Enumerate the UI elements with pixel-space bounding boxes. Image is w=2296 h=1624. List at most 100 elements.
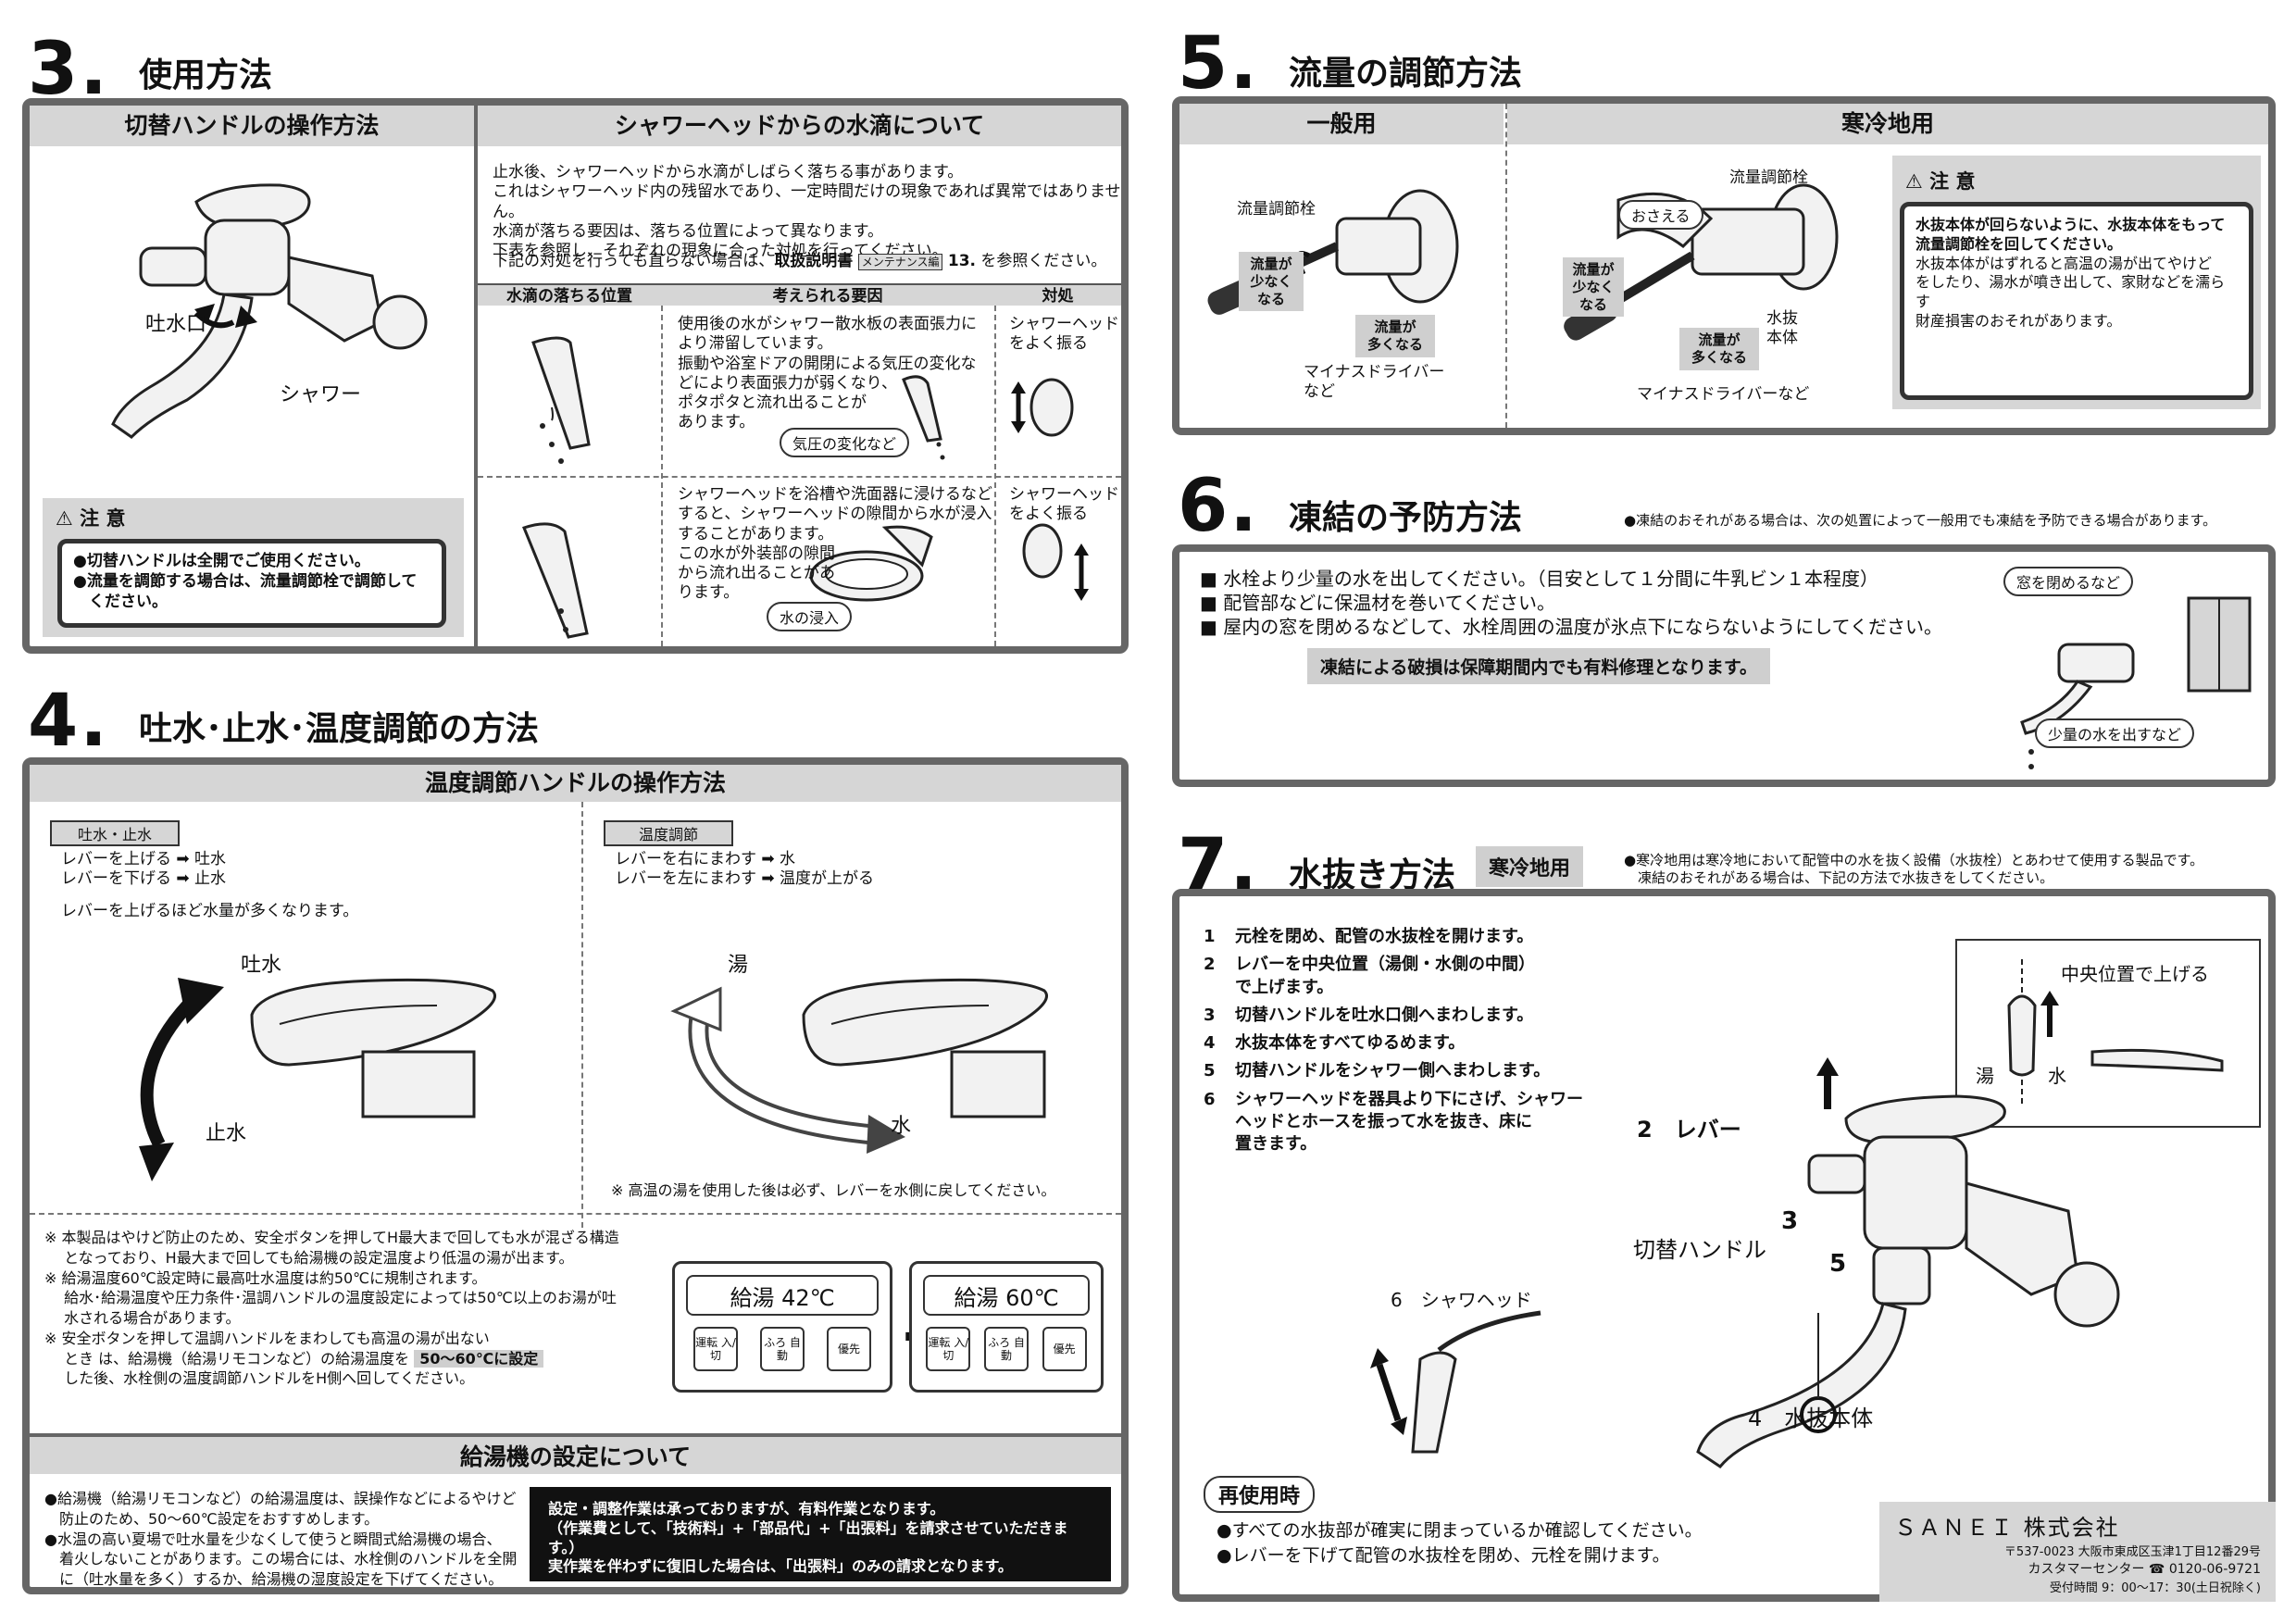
general-use-header: 一般用 bbox=[1179, 104, 1504, 144]
label-water-stop: 止水 bbox=[206, 1122, 247, 1145]
lever-rotate-illustration bbox=[670, 978, 1048, 1154]
flow-caution-title: ⚠ 注 意 bbox=[1905, 170, 1976, 193]
inset-cold-label: 水 bbox=[2048, 1065, 2066, 1087]
label-water-out: 吐水 bbox=[241, 954, 282, 977]
drain-side-note: ●寒冷地用は寒冷地において配管中の水を抜く設備（水抜栓）とあわせて使用する製品で… bbox=[1624, 852, 2204, 886]
small-water-bubble: 少量の水を出すなど bbox=[2035, 718, 2195, 748]
flow-lever-instructions: レバーを上げる ➡ 吐水レバーを下げる ➡ 止水 bbox=[61, 850, 227, 889]
water-intrusion-bubble: 水の浸入 bbox=[767, 602, 853, 631]
spout-label: 吐水口 bbox=[145, 313, 207, 336]
center-position-label: 中央位置で上げる bbox=[2061, 963, 2209, 985]
switch-handle-header: 切替ハンドルの操作方法 bbox=[30, 106, 474, 146]
section-7-title: 水抜き方法 bbox=[1289, 856, 1456, 894]
drip-table-header: 水滴の落ちる位置 考えられる要因 対処 bbox=[478, 283, 1121, 306]
shower-head-drip-gap-icon bbox=[522, 522, 589, 639]
section-6-number: 6. bbox=[1178, 465, 1259, 548]
lever-up-down-illustration bbox=[139, 978, 496, 1181]
shower-head-shake-icon-2 bbox=[1022, 523, 1089, 601]
cold-region-header: 寒冷地用 bbox=[1507, 104, 2268, 144]
company-phone: カスタマーセンター ☎ 0120-06-9721 bbox=[2028, 1562, 2261, 1577]
freeze-side-note: ●凍結のおそれがある場合は、次の処置によって一般用でも凍結を予防できる場合があり… bbox=[1624, 512, 2217, 529]
step-3-label: 3 bbox=[1781, 1207, 1799, 1235]
driver-label: マイナスドライバーなど bbox=[1304, 363, 1445, 402]
flow-more-tag-cold: 流量が多くなる bbox=[1679, 328, 1759, 370]
water-heater-notes: ●給湯機（給湯リモコンなど）の給湯温度は、誤操作などによるやけど 防止のため、5… bbox=[44, 1490, 518, 1588]
drain-body-step-label: 4 水抜本体 bbox=[1748, 1405, 1874, 1431]
valve-label-cold: 流量調節栓 bbox=[1729, 169, 1808, 187]
flow-more-tag: 流量が多くなる bbox=[1355, 315, 1435, 357]
faucet-switch-illustration bbox=[111, 183, 428, 439]
flow-less-tag-cold: 流量が少なくなる bbox=[1563, 257, 1624, 318]
caution-title: ⚠ 注 意 bbox=[56, 507, 126, 530]
temp-setting-highlight: 50～60℃に設定 bbox=[414, 1349, 544, 1368]
section-3-title: 使用方法 bbox=[139, 56, 273, 94]
water-heater-header: 給湯機の設定について bbox=[30, 1433, 1121, 1474]
flow-tag: 吐水・止水 bbox=[50, 820, 181, 846]
close-window-bubble: 窓を閉めるなど bbox=[2003, 567, 2134, 596]
section-5-frame: 一般用 寒冷地用 流量調節栓 流量が少なくなる 流量が多くなる マイナスドライバ… bbox=[1172, 96, 2276, 435]
shower-head-shake-icon bbox=[1011, 378, 1074, 437]
pressure-change-illustration bbox=[902, 375, 945, 460]
drip-cause-2: シャワーヘッドを浴槽や洗面器に浸けるなどすると、シャワーヘッドの隙間から水が浸入… bbox=[678, 485, 992, 603]
warning-icon: ⚠ bbox=[1905, 170, 1923, 193]
center-position-inset: 中央位置で上げる 湯 水 bbox=[1955, 939, 2261, 1128]
remote-42: 給湯 42℃ 運転 入/切 ふろ 自動 優先 bbox=[672, 1261, 892, 1393]
hot-water-note: ※ 高温の湯を使用した後は必ず、レバーを水側に戻してください。 bbox=[611, 1181, 1056, 1199]
washbasin-illustration bbox=[809, 525, 933, 602]
lever-center-illustration bbox=[2007, 959, 2224, 1107]
switch-handle-label: 切替ハンドル bbox=[1633, 1237, 1766, 1263]
label-hot: 湯 bbox=[728, 954, 749, 977]
drain-faucet-illustration bbox=[1696, 1057, 2120, 1468]
freeze-damage-notice: 凍結による破損は保障期間内でも有料修理となります。 bbox=[1307, 648, 1770, 684]
drip-intro: 止水後、シャワーヘッドから水滴がしばらく落ちる事があります。 これはシャワーヘッ… bbox=[493, 163, 1121, 260]
flow-caution-text: 水抜本体が回らないように、水抜本体をもって流量調節栓を回してください。 水抜本体… bbox=[1900, 202, 2253, 400]
valve-label: 流量調節栓 bbox=[1237, 200, 1316, 219]
section-4-frame: 温度調節ハンドルの操作方法 吐水・止水 レバーを上げる ➡ 吐水レバーを下げる … bbox=[22, 757, 1129, 1594]
shower-head-shake-illustration bbox=[1370, 1310, 1541, 1454]
section-3-divider bbox=[474, 106, 478, 646]
shower-head-drip-face-icon bbox=[531, 336, 591, 464]
warning-icon: ⚠ bbox=[56, 507, 73, 530]
company-address: 〒537-0023 大阪市東成区玉津1丁目12番29号 bbox=[2003, 1545, 2261, 1559]
inset-hot-label: 湯 bbox=[1976, 1065, 1994, 1087]
freeze-instructions: ■ 水栓より少量の水を出してください。（目安として１分間に牛乳ビン１本程度）■ … bbox=[1200, 568, 1943, 638]
pressure-change-bubble: 気圧の変化など bbox=[780, 428, 910, 457]
temp-handle-header: 温度調節ハンドルの操作方法 bbox=[30, 765, 1121, 802]
reuse-bubble: 再使用時 bbox=[1204, 1476, 1316, 1513]
cold-region-tag: 寒冷地用 bbox=[1476, 846, 1584, 887]
shower-head-label: 6 シャワヘッド bbox=[1391, 1289, 1532, 1311]
company-box: ＳＡＮＥＩ 株式会社 〒537-0023 大阪市東成区玉津1丁目12番29号 カ… bbox=[1879, 1502, 2276, 1602]
drip-table-illustrations bbox=[522, 336, 1089, 639]
flow-less-tag: 流量が少なくなる bbox=[1239, 252, 1304, 312]
section-6-frame: ■ 水栓より少量の水を出してください。（目安として１分間に牛乳ビン１本程度）■ … bbox=[1172, 544, 2276, 787]
safety-notes: ※ 本製品はやけど防止のため、安全ボタンを押してH最大まで回しても水が混ざる構造… bbox=[44, 1229, 619, 1388]
company-hours: 受付時間 9：00～17：30(土日祝除く) bbox=[2049, 1581, 2261, 1595]
freeze-faucet-illustration bbox=[2020, 596, 2252, 769]
section-5-number: 5. bbox=[1178, 22, 1259, 106]
shower-drip-header: シャワーヘッドからの水滴について bbox=[478, 106, 1121, 146]
flow-note: レバーを上げるほど水量が多くなります。 bbox=[61, 902, 359, 920]
section-3-number: 3. bbox=[28, 28, 109, 111]
drip-cause-1: 使用後の水がシャワー散水板の表面張力により滞留しています。振動や浴室ドアの開閉に… bbox=[678, 315, 977, 432]
flow-caution-box: ⚠ 注 意 水抜本体が回らないように、水抜本体をもって流量調節栓を回してください… bbox=[1892, 156, 2261, 409]
reuse-instructions: ●すべての水抜部が確実に閉まっているか確認してください。●レバーを下げて配管の水… bbox=[1217, 1520, 1703, 1566]
switch-caution-box: ⚠ 注 意 ●切替ハンドルは全開でご使用ください。 ●流量を調節する場合は、流量… bbox=[43, 498, 464, 637]
label-cold: 水 bbox=[891, 1115, 912, 1138]
section-4-number: 4. bbox=[28, 680, 109, 763]
section-6-title: 凍結の予防方法 bbox=[1289, 499, 1523, 537]
drip-fix-1: シャワーヘッドをよく振る bbox=[1009, 315, 1119, 354]
switch-caution-text: ●切替ハンドルは全開でご使用ください。 ●流量を調節する場合は、流量調節栓で調節… bbox=[57, 539, 446, 628]
company-name: ＳＡＮＥＩ 株式会社 bbox=[1894, 1515, 2120, 1541]
paid-service-notice: 設定・調整作業は承っておりますが、有料作業となります。（作業費として、「技術料」… bbox=[530, 1487, 1111, 1581]
drain-body-label: 水抜本体 bbox=[1766, 309, 1798, 348]
step-5-label: 5 bbox=[1829, 1250, 1847, 1278]
remote-60: 給湯 60℃ 運転 入/切 ふろ 自動 優先 bbox=[909, 1261, 1104, 1393]
drip-fix-2: シャワーヘッドをよく振る bbox=[1009, 485, 1119, 524]
shower-label: シャワー bbox=[280, 383, 362, 406]
hold-bubble: おさえる bbox=[1618, 200, 1703, 230]
driver-label-cold: マイナスドライバーなど bbox=[1637, 385, 1810, 404]
temp-lever-instructions: レバーを右にまわす ➡ 水レバーを左にまわす ➡ 温度が上がる bbox=[615, 850, 875, 889]
lever-label: 2 レバー bbox=[1637, 1117, 1741, 1143]
